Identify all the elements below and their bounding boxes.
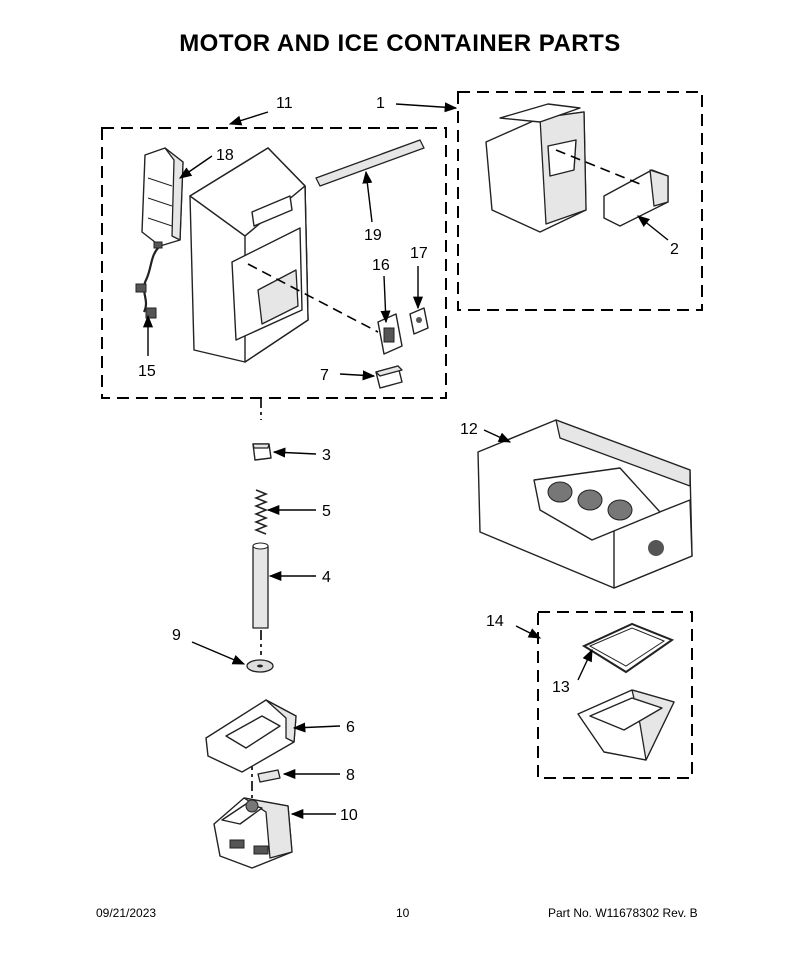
- callout-10: 10: [340, 807, 358, 824]
- part-8-seal[interactable]: [257, 769, 281, 783]
- callout-15: 15: [138, 363, 156, 380]
- callout-3: 3: [322, 447, 331, 464]
- part-7-solenoid[interactable]: [375, 365, 403, 389]
- callout-11: 11: [276, 95, 293, 112]
- callout-18: 18: [216, 147, 234, 164]
- callout-5: 5: [322, 503, 331, 520]
- callout-1: 1: [376, 95, 385, 112]
- callout-2: 2: [670, 241, 679, 258]
- callout-16: 16: [372, 257, 390, 274]
- callout-13: 13: [552, 679, 570, 696]
- part-11-dispenser-housing[interactable]: [189, 147, 309, 363]
- part-18-insulation-panel[interactable]: [141, 147, 184, 247]
- part-12-ice-maker[interactable]: [477, 419, 693, 589]
- group-box-14: [537, 611, 693, 779]
- part-3-coupler[interactable]: [252, 443, 272, 461]
- callout-9: 9: [172, 627, 181, 644]
- part-9-washer[interactable]: [246, 659, 274, 673]
- footer-date: 09/21/2023: [96, 906, 157, 920]
- part-15-wire-harness[interactable]: [135, 241, 163, 319]
- part-5-spring[interactable]: [253, 489, 269, 535]
- alignment-line-housing: [247, 263, 379, 333]
- group-box-1: [457, 91, 703, 311]
- part-4-auger-shaft[interactable]: [252, 542, 269, 629]
- part-10-motor[interactable]: [213, 797, 293, 869]
- group-box-11: [101, 127, 447, 399]
- callout-6: 6: [346, 719, 355, 736]
- footer-part-number: Part No. W11678302 Rev. B: [548, 906, 698, 920]
- callout-19: 19: [364, 227, 382, 244]
- part-16-bracket[interactable]: [377, 313, 403, 355]
- callout-12: 12: [460, 421, 478, 438]
- part-1-ice-bucket[interactable]: [485, 103, 587, 233]
- callout-7: 7: [320, 367, 329, 384]
- footer-page-number: 10: [396, 906, 410, 920]
- callout-17: 17: [410, 245, 428, 262]
- part-6-motor-mount[interactable]: [205, 699, 297, 773]
- part-19-gasket-strip[interactable]: [315, 139, 425, 187]
- page-title: MOTOR AND ICE CONTAINER PARTS: [179, 30, 621, 57]
- leader-lines: [142, 102, 669, 820]
- callout-4: 4: [322, 569, 331, 586]
- part-2-bucket-front[interactable]: [603, 169, 669, 227]
- callout-8: 8: [346, 767, 355, 784]
- part-17-switch[interactable]: [409, 307, 429, 335]
- part-14-reservoir[interactable]: [577, 689, 675, 761]
- part-13-gasket[interactable]: [581, 622, 675, 674]
- callout-14: 14: [486, 613, 504, 630]
